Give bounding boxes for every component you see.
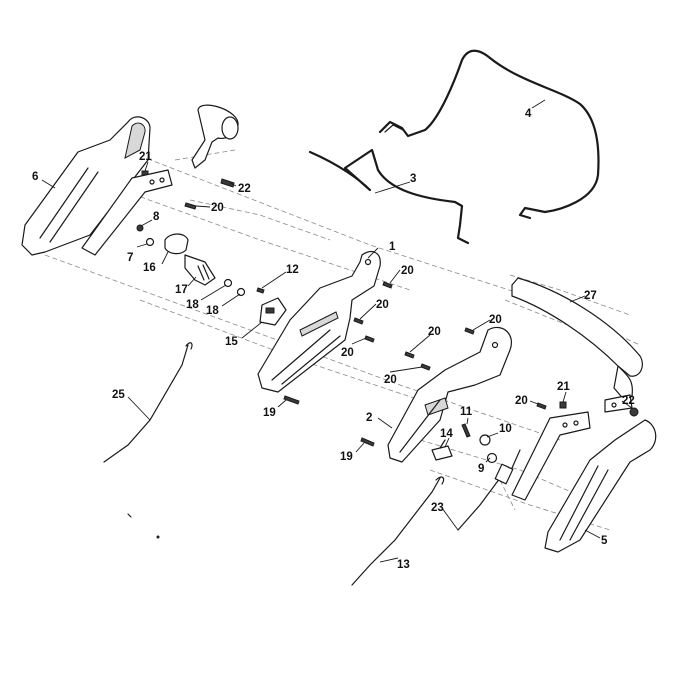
left-bracket-hole-1 — [149, 179, 155, 185]
callout-20b: 20 — [401, 265, 414, 277]
callout-2: 2 — [366, 412, 372, 424]
callout-20g: 20 — [489, 314, 502, 326]
screw-20-r5 — [536, 402, 547, 410]
screw-20-r2 — [420, 363, 431, 371]
callout-20a: 20 — [211, 202, 224, 214]
washer-18b — [236, 287, 246, 297]
right-bracket-hole — [611, 402, 617, 408]
left-inner-bracket — [81, 169, 173, 256]
callout-1: 1 — [389, 241, 396, 253]
nut-10 — [479, 434, 491, 446]
clip-14 — [431, 445, 453, 461]
callout-21a: 21 — [139, 151, 152, 163]
callout-19a: 19 — [263, 407, 276, 419]
callout-20c: 20 — [376, 299, 389, 311]
screw-20-r1 — [404, 351, 415, 359]
cable-23-connector — [494, 463, 514, 485]
wire-bail-4-inner — [384, 124, 404, 133]
callout-13: 13 — [397, 559, 410, 571]
nut-9 — [486, 452, 498, 464]
callout-20f: 20 — [384, 374, 397, 386]
callout-22b: 22 — [622, 395, 635, 407]
screw-12 — [256, 287, 265, 294]
callout-6: 6 — [32, 171, 38, 183]
latch-15-slot — [265, 307, 275, 314]
callout-17: 17 — [175, 284, 188, 296]
wire-bail-4 — [378, 49, 600, 220]
callout-12: 12 — [286, 264, 299, 276]
callout-22a: 22 — [238, 183, 251, 195]
callout-9: 9 — [478, 463, 484, 475]
callout-5: 5 — [601, 535, 608, 547]
left-handle-cover-inner — [39, 167, 99, 243]
right-plate-hole — [491, 341, 499, 349]
callout-14: 14 — [440, 428, 453, 440]
cable-25 — [103, 344, 189, 463]
bolt-22-left — [220, 178, 235, 188]
screw-20-l2 — [382, 281, 393, 289]
callout-10: 10 — [499, 423, 512, 435]
screw-11 — [461, 423, 471, 438]
callout-4: 4 — [525, 108, 532, 120]
screw-19-left — [283, 395, 300, 405]
callout-27: 27 — [584, 290, 597, 302]
callout-20e: 20 — [428, 326, 441, 338]
left-bracket-hole-2 — [159, 177, 165, 183]
screw-20-l4 — [364, 335, 375, 343]
right-handle-plate-window — [424, 397, 449, 416]
right-handle-plate — [387, 326, 512, 463]
knob-17-ridges — [197, 264, 210, 281]
left-plate-hole-1 — [364, 258, 372, 266]
washer-7 — [145, 237, 155, 247]
cap-22-right — [629, 407, 639, 417]
callout-labels: 1 2 3 4 5 6 7 8 9 10 11 12 13 14 15 16 1… — [32, 108, 635, 571]
wire-3 — [308, 148, 470, 245]
left-handle-cover-detail — [124, 122, 146, 159]
callout-8: 8 — [153, 211, 160, 223]
cable-13 — [351, 477, 441, 586]
screw-20-left — [184, 202, 197, 210]
cable-13-end — [435, 476, 445, 485]
left-handle-plate-slot — [299, 311, 339, 337]
clip-14-hook — [439, 439, 446, 449]
grip-tube-27 — [511, 277, 643, 377]
callout-21b: 21 — [557, 381, 570, 393]
left-handle-plate-channel — [271, 329, 341, 385]
cable-25-end — [185, 342, 193, 350]
callout-25: 25 — [112, 389, 125, 401]
top-grip-end — [221, 116, 239, 140]
callout-18a: 18 — [186, 299, 199, 311]
screw-20-l3 — [353, 317, 364, 325]
washer-8 — [136, 224, 144, 232]
right-plate-channel — [399, 399, 441, 453]
right-support-bracket — [511, 411, 591, 501]
spacer-right — [559, 401, 567, 409]
screw-19-right — [360, 437, 375, 447]
right-handle-cover — [544, 419, 657, 553]
left-handle-cover — [21, 116, 151, 256]
stray-mark-2 — [156, 535, 160, 539]
screw-20-r3 — [464, 327, 475, 335]
callout-7: 7 — [127, 252, 133, 264]
callout-3: 3 — [410, 173, 416, 185]
right-support-hole-2 — [573, 420, 579, 426]
knob-16 — [164, 233, 189, 255]
callout-20d: 20 — [341, 347, 354, 359]
callout-20h: 20 — [515, 395, 528, 407]
callout-19b: 19 — [340, 451, 353, 463]
washer-18a — [223, 278, 233, 288]
right-support-hole-1 — [562, 422, 568, 428]
callout-18b: 18 — [206, 305, 219, 317]
stray-mark-1 — [127, 513, 132, 518]
callout-16: 16 — [143, 262, 156, 274]
callout-15: 15 — [225, 336, 238, 348]
leader-lines — [41, 99, 633, 563]
right-handle-cover-inner — [559, 465, 609, 541]
callout-11: 11 — [460, 406, 473, 418]
callout-23: 23 — [431, 502, 444, 514]
